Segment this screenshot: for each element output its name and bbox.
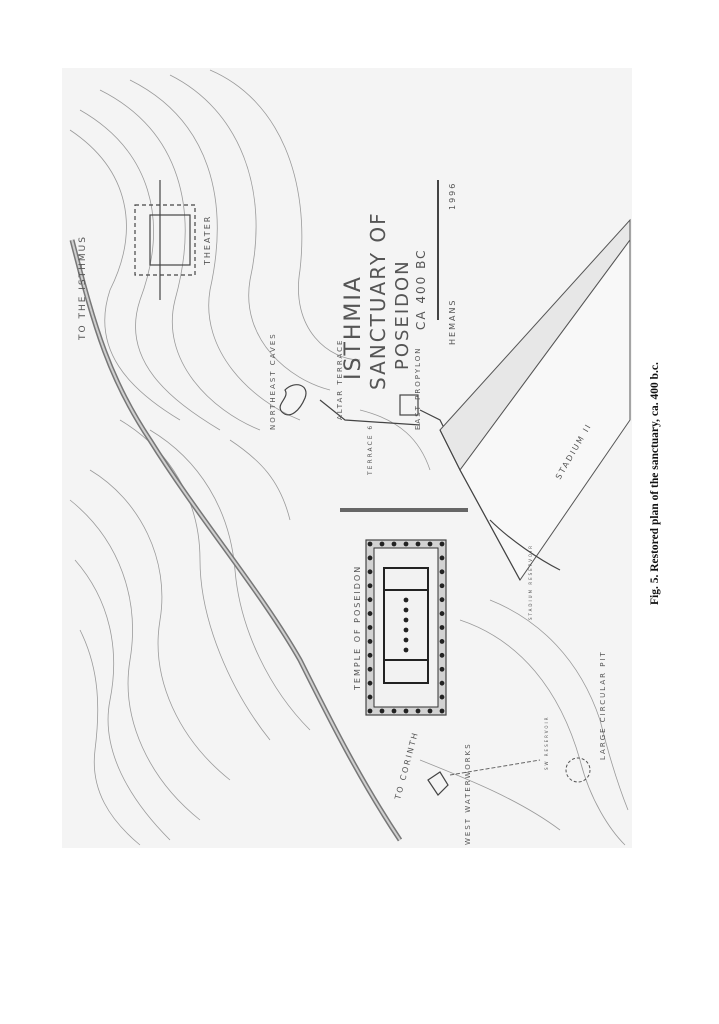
plan-date: CA 400 BC bbox=[414, 248, 428, 330]
temple-column bbox=[439, 708, 445, 714]
temple-column bbox=[367, 680, 373, 686]
temple-column bbox=[367, 555, 373, 561]
temple-column bbox=[439, 597, 445, 603]
label-to-isthmus: TO THE ISTHMUS bbox=[78, 235, 88, 341]
figure-caption: Fig. 5. Restored plan of the sanctuary, … bbox=[649, 362, 661, 605]
temple-column bbox=[439, 680, 445, 686]
plan-subtitle-2: POSEIDON bbox=[392, 259, 413, 370]
temple-of-poseidon bbox=[365, 539, 447, 716]
temple-column bbox=[439, 611, 445, 616]
plan-year: 1996 bbox=[448, 182, 457, 210]
theater-plan bbox=[134, 180, 196, 300]
label-west-waterworks: WEST WATERWORKS bbox=[464, 742, 472, 845]
temple-columns bbox=[367, 541, 445, 714]
west-waterworks bbox=[427, 771, 449, 796]
temple-column bbox=[403, 541, 409, 547]
temple-column bbox=[367, 639, 373, 644]
temple-column bbox=[403, 647, 409, 653]
temple-column bbox=[439, 555, 445, 561]
temple-column bbox=[427, 541, 433, 547]
temple-column bbox=[403, 708, 409, 714]
temple-column bbox=[427, 708, 433, 714]
label-stadium-reservoir: STADIUM RESERVOIR bbox=[528, 544, 533, 620]
temple-column bbox=[367, 541, 373, 547]
plan-drafter: HEMANS bbox=[448, 298, 457, 345]
water-channel bbox=[449, 759, 541, 776]
temple-column bbox=[439, 666, 445, 672]
temple-column bbox=[415, 541, 421, 547]
label-temple: TEMPLE OF POSEIDON bbox=[353, 565, 362, 691]
large-circular-pit bbox=[565, 757, 591, 783]
temple-column bbox=[403, 597, 409, 603]
temple-column bbox=[367, 569, 373, 575]
temple-column bbox=[367, 583, 373, 589]
label-theater: THEATER bbox=[203, 215, 212, 266]
temple-column bbox=[439, 639, 445, 644]
temple-column bbox=[439, 694, 445, 700]
contour-lines bbox=[69, 69, 629, 846]
temple-column bbox=[367, 694, 373, 700]
temple-column bbox=[379, 708, 385, 714]
plan-subtitle: SANCTUARY OF bbox=[366, 211, 390, 390]
temple-column bbox=[439, 541, 445, 547]
stadium bbox=[439, 218, 631, 581]
temple-column bbox=[403, 617, 409, 623]
temple-column bbox=[391, 708, 397, 714]
label-sw-reservoir: SW RESERVOIR bbox=[544, 716, 549, 770]
temple-column bbox=[439, 583, 445, 589]
temple-column bbox=[439, 569, 445, 575]
temple-column bbox=[403, 637, 409, 643]
temple-column bbox=[439, 625, 445, 630]
temple-column bbox=[367, 611, 373, 616]
temple-column bbox=[403, 627, 409, 633]
terrace-wall bbox=[340, 508, 468, 512]
label-altar-terrace: ALTAR TERRACE bbox=[336, 339, 344, 420]
ancient-road-inner bbox=[71, 239, 401, 841]
northeast-caves bbox=[279, 384, 307, 416]
label-terrace-6: TERRACE 6 bbox=[367, 424, 374, 476]
plan-title: ISTHMIA bbox=[341, 275, 366, 380]
temple-column bbox=[439, 652, 445, 658]
label-large-circular-pit: LARGE CIRCULAR PIT bbox=[599, 650, 607, 760]
temple-column bbox=[367, 708, 373, 714]
temple-column bbox=[415, 708, 421, 714]
label-east-propylon: EAST PROPYLON bbox=[414, 347, 422, 431]
temple-column bbox=[367, 597, 373, 603]
temple-column bbox=[367, 666, 373, 672]
temple-column bbox=[367, 652, 373, 658]
temple-column bbox=[403, 607, 409, 613]
label-northeast-caves: NORTHEAST CAVES bbox=[269, 332, 277, 430]
temple-column bbox=[367, 625, 373, 630]
temple-column bbox=[379, 541, 385, 547]
temple-column bbox=[391, 541, 397, 547]
